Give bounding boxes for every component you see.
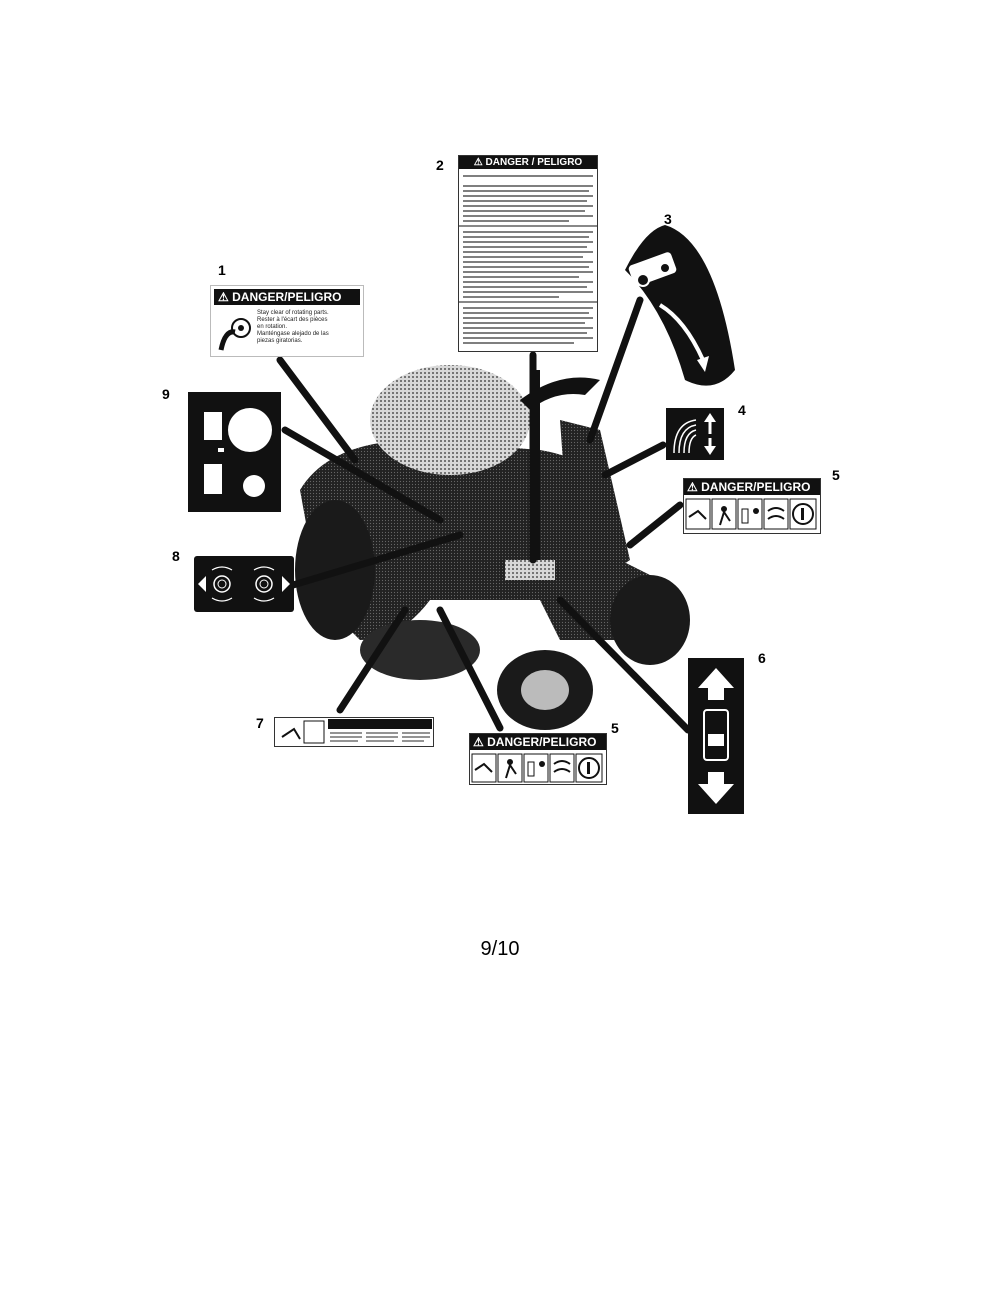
arrow-right-icon bbox=[282, 576, 290, 592]
arrow-left-icon bbox=[198, 576, 206, 592]
decal-1: ⚠ DANGER/PELIGRO Stay clear of rotating … bbox=[210, 285, 364, 357]
warning-triangle-icon: ⚠ bbox=[218, 290, 229, 304]
callout-7: 7 bbox=[256, 715, 264, 731]
danger-header: ⚠ DANGER / PELIGRO bbox=[459, 156, 597, 169]
arrow-down-icon bbox=[698, 772, 734, 804]
warning-triangle-icon: ⚠ bbox=[687, 480, 698, 494]
arrow-down-icon bbox=[704, 438, 716, 455]
fine-print-lines bbox=[459, 175, 597, 344]
danger-header: ⚠ DANGER/PELIGRO bbox=[214, 289, 360, 305]
decal-6 bbox=[688, 658, 744, 814]
decal-5-bottom: ⚠ DANGER/PELIGRO bbox=[469, 733, 607, 785]
mower-tractor-icon bbox=[628, 252, 677, 287]
callout-9: 9 bbox=[162, 386, 170, 402]
callout-5-bottom: 5 bbox=[611, 720, 619, 736]
page-number: 9/10 bbox=[480, 938, 520, 960]
callout-3: 3 bbox=[664, 211, 672, 227]
decal-5-right: ⚠ DANGER/PELIGRO bbox=[683, 478, 821, 534]
warning-triangle-icon: ⚠ bbox=[473, 735, 484, 749]
rotating-parts-icon bbox=[218, 318, 251, 351]
callout-8: 8 bbox=[172, 548, 180, 564]
danger-header: ⚠ DANGER/PELIGRO bbox=[470, 734, 606, 750]
warning-triangle-icon: ⚠ bbox=[473, 157, 483, 168]
arrow-up-icon bbox=[698, 668, 734, 700]
danger-header: ⚠ DANGER/PELIGRO bbox=[684, 479, 820, 495]
leader-lines bbox=[276, 296, 692, 734]
decal-9 bbox=[188, 392, 281, 512]
decal-3 bbox=[625, 225, 735, 386]
hazard-pictograms bbox=[471, 753, 603, 783]
arrow-up-icon bbox=[704, 413, 716, 434]
decal-4 bbox=[666, 408, 724, 460]
decal-7 bbox=[274, 717, 434, 747]
callout-4: 4 bbox=[738, 402, 746, 418]
decal-8 bbox=[194, 556, 294, 612]
callout-2: 2 bbox=[436, 157, 444, 173]
hazard-pictograms bbox=[685, 498, 817, 530]
decal-2: ⚠ DANGER / PELIGRO bbox=[458, 155, 598, 352]
callout-6: 6 bbox=[758, 650, 766, 666]
callout-5: 5 bbox=[832, 467, 840, 483]
callout-1: 1 bbox=[218, 262, 226, 278]
